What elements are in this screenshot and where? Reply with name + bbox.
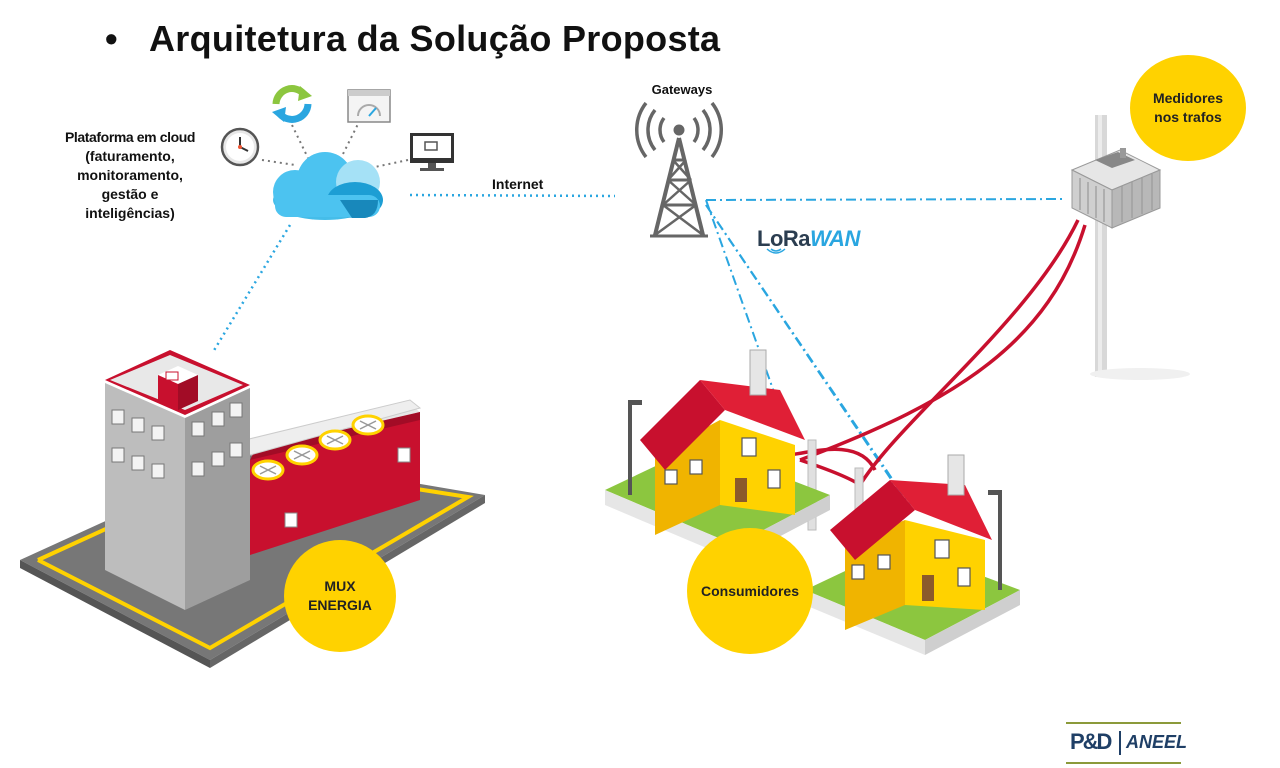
title-text: Arquitetura da Solução Proposta (149, 18, 721, 59)
sync-icon (272, 85, 312, 123)
logo-separator (1119, 731, 1121, 755)
mux-energia-badge: MUX ENERGIA (284, 540, 396, 652)
lorawan-wan-text: WAN (810, 226, 860, 251)
cloud-platform-line-5: inteligências) (85, 205, 175, 221)
cloud-platform-label: Plataforma em cloud (faturamento, monito… (40, 128, 220, 223)
logo-bottom-bar (1066, 762, 1181, 764)
logo-top-bar (1066, 722, 1181, 724)
office-building-icon (20, 350, 485, 668)
gateways-label: Gateways (651, 82, 713, 97)
internet-label: Internet (492, 176, 544, 192)
logo-pd-text: P&D (1070, 729, 1112, 754)
meters-badge: Medidores nos trafos (1130, 55, 1246, 161)
mux-line-1: MUX (324, 578, 356, 594)
house-icon (805, 454, 1020, 655)
meters-line-2: nos trafos (1154, 109, 1222, 125)
mux-line-2: ENERGIA (308, 597, 372, 613)
internet-link (409, 193, 616, 198)
lorawan-logo: LoRaWAN (757, 226, 860, 254)
radio-waves-icon (766, 248, 786, 254)
title-bullet: • (105, 18, 118, 59)
cloud-building-link (211, 224, 292, 353)
cloud-platform-line-3: monitoramento, (77, 167, 183, 183)
cloud-platform-line-4: gestão e (101, 186, 159, 202)
gauge-window-icon (347, 89, 391, 123)
lorawan-lora-text: LoRa (757, 226, 811, 251)
cloud-platform-line-1: Plataforma em cloud (64, 129, 196, 145)
transformer-icon (1070, 148, 1162, 229)
consumers-badge: Consumidores (687, 528, 813, 654)
consumers-label: Consumidores (700, 582, 799, 599)
pd-aneel-logo: P&D ANEEL (1066, 722, 1187, 766)
power-lines (789, 219, 1087, 487)
lorawan-links (705, 198, 1067, 506)
cloud-icon-links (261, 119, 409, 169)
cloud-icon (273, 152, 383, 220)
slide-title: • Arquitetura da Solução Proposta (105, 18, 720, 60)
monitor-icon (410, 133, 454, 171)
meters-line-1: Medidores (1152, 90, 1223, 106)
logo-aneel-text: ANEEL (1126, 732, 1188, 752)
cloud-platform-line-2: (faturamento, (85, 148, 175, 164)
clock-icon (220, 127, 260, 167)
antenna-tower-icon (635, 101, 723, 238)
house-icon (605, 349, 830, 560)
